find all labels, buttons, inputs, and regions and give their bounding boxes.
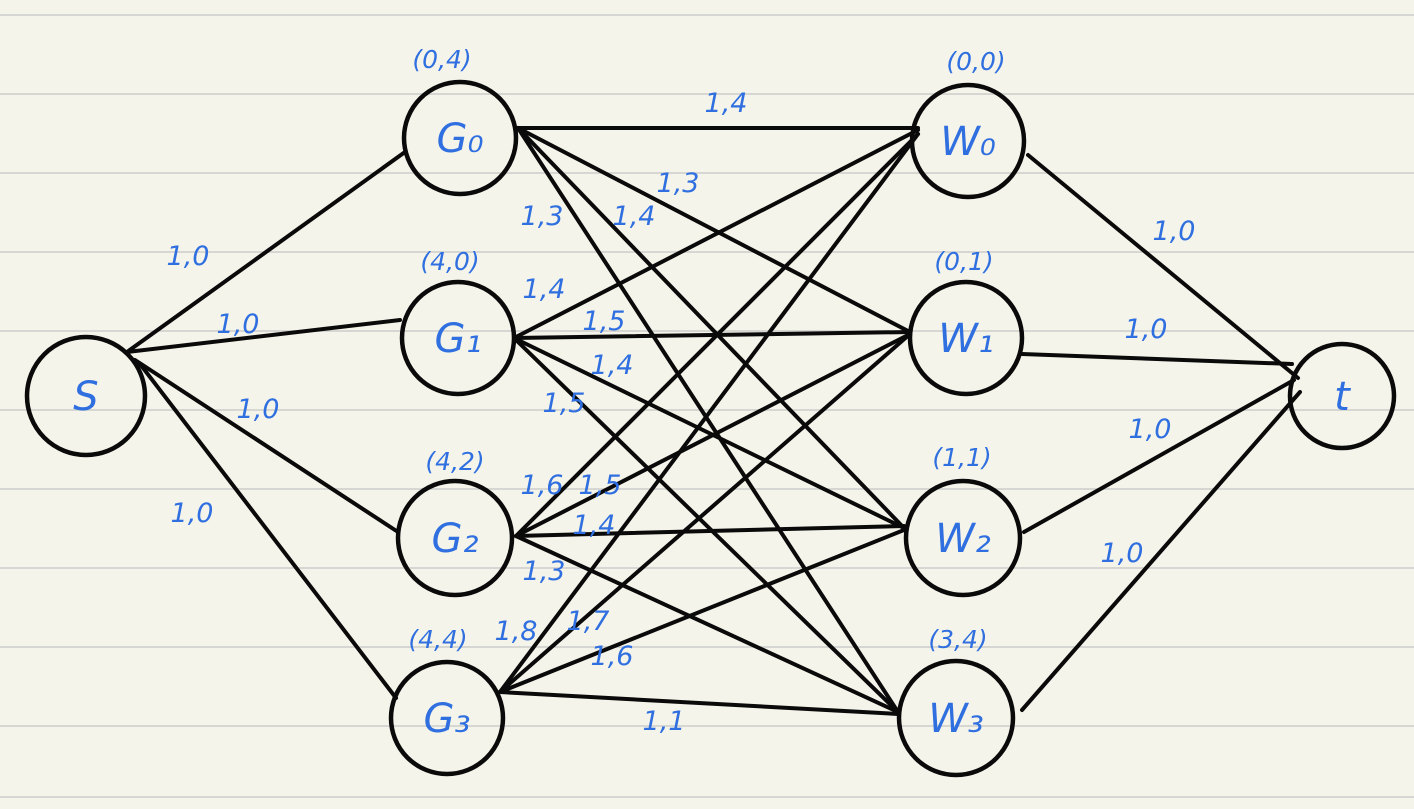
label-s-g0: 1,0 bbox=[167, 241, 210, 272]
coordinate-labels: (0,4) (4,0) (4,2) (4,4) (0,0) (0,1) (1,1… bbox=[408, 45, 1005, 654]
node-g2: G₂ bbox=[395, 478, 515, 598]
node-w0: W₀ bbox=[909, 82, 1027, 200]
label-g2-w2: 1,4 bbox=[573, 510, 616, 541]
label-g3-w0: 1,8 bbox=[495, 616, 538, 647]
label-g2-w0: 1,6 bbox=[521, 470, 564, 501]
node-g3-circle bbox=[388, 659, 506, 777]
node-w1-circle bbox=[907, 279, 1025, 397]
edge-g2-w0 bbox=[514, 132, 920, 538]
node-t: t bbox=[1287, 341, 1397, 451]
edge-g0-w2 bbox=[516, 126, 906, 530]
edge-g0-w3 bbox=[516, 126, 900, 714]
node-t-label: t bbox=[1334, 374, 1351, 420]
label-g0-w3: 1,3 bbox=[521, 201, 564, 232]
coord-g3: (4,4) bbox=[408, 625, 467, 654]
node-s-label: S bbox=[73, 374, 98, 420]
label-s-g2: 1,0 bbox=[237, 394, 280, 425]
node-g2-circle bbox=[395, 478, 515, 598]
label-g1-w0: 1,4 bbox=[523, 274, 566, 305]
label-g0-w0: 1,4 bbox=[705, 88, 748, 119]
edge-g3-w1 bbox=[498, 332, 912, 694]
label-g1-w1: 1,5 bbox=[583, 306, 626, 337]
node-w2-circle bbox=[903, 478, 1023, 598]
label-g1-w2: 1,4 bbox=[591, 350, 634, 381]
coord-g1: (4,0) bbox=[420, 247, 479, 276]
edge-w1-t bbox=[1020, 352, 1294, 366]
nodes: S G₀ G₁ G₂ G₃ W₀ W₁ W₂ bbox=[24, 79, 1397, 778]
label-g2-w1: 1,5 bbox=[579, 470, 622, 501]
node-w2: W₂ bbox=[903, 478, 1023, 598]
node-w3-circle bbox=[896, 658, 1016, 778]
edge-g0-w1 bbox=[516, 126, 912, 334]
node-g1-label: G₁ bbox=[434, 316, 481, 362]
label-w3-t: 1,0 bbox=[1101, 538, 1144, 569]
node-g1: G₁ bbox=[399, 279, 517, 397]
label-g3-w1: 1,7 bbox=[567, 606, 610, 637]
node-g0-circle bbox=[401, 79, 519, 197]
label-g0-w2: 1,4 bbox=[613, 201, 656, 232]
edge-g1-w2 bbox=[512, 336, 906, 530]
label-g1-w3: 1,5 bbox=[543, 388, 586, 419]
edge-w3-t bbox=[1020, 390, 1302, 712]
edge-g2-w3 bbox=[514, 534, 900, 714]
edge-s-g0 bbox=[125, 150, 407, 354]
label-w0-t: 1,0 bbox=[1153, 216, 1196, 247]
node-g2-label: G₂ bbox=[431, 516, 478, 562]
label-g2-w3: 1,3 bbox=[523, 556, 566, 587]
node-w0-circle bbox=[909, 82, 1027, 200]
edge-g1-w3 bbox=[512, 336, 900, 714]
node-g3: G₃ bbox=[388, 659, 506, 777]
edge-s-g3 bbox=[138, 362, 398, 700]
label-w1-t: 1,0 bbox=[1125, 314, 1168, 345]
node-t-circle bbox=[1287, 341, 1397, 451]
edge-w2-t bbox=[1022, 378, 1296, 534]
edge-g2-w1 bbox=[514, 332, 912, 538]
edge-g3-w2 bbox=[498, 528, 906, 694]
edge-g1-w0 bbox=[512, 128, 920, 340]
label-g3-w3: 1,1 bbox=[643, 706, 686, 737]
node-g1-circle bbox=[399, 279, 517, 397]
coord-g0: (0,4) bbox=[412, 45, 471, 74]
edge-g3-w0 bbox=[498, 132, 920, 694]
node-w0-label: W₀ bbox=[940, 119, 996, 165]
edge-w0-t bbox=[1026, 153, 1300, 380]
node-g0: G₀ bbox=[401, 79, 519, 197]
coord-g2: (4,2) bbox=[425, 447, 484, 476]
label-w2-t: 1,0 bbox=[1129, 414, 1172, 445]
node-s: S bbox=[24, 334, 148, 458]
label-s-g1: 1,0 bbox=[217, 309, 260, 340]
coord-w1: (0,1) bbox=[934, 247, 993, 276]
edge-g1-w1 bbox=[512, 330, 912, 340]
coord-w0: (0,0) bbox=[946, 47, 1005, 76]
label-g0-w1: 1,3 bbox=[657, 168, 700, 199]
edge-s-g2 bbox=[133, 358, 400, 534]
node-w3: W₃ bbox=[896, 658, 1016, 778]
edge-g2-w2 bbox=[514, 524, 906, 538]
node-w3-label: W₃ bbox=[928, 696, 984, 742]
node-w1: W₁ bbox=[907, 279, 1025, 397]
edge-s-g1 bbox=[125, 318, 402, 354]
coord-w3: (3,4) bbox=[928, 625, 987, 654]
edges bbox=[125, 126, 1302, 716]
label-s-g3: 1,0 bbox=[171, 498, 214, 529]
label-g3-w2: 1,6 bbox=[591, 641, 634, 672]
node-s-circle bbox=[24, 334, 148, 458]
node-w1-label: W₁ bbox=[938, 316, 994, 362]
coord-w2: (1,1) bbox=[932, 443, 991, 472]
edge-g3-w3 bbox=[498, 690, 900, 716]
node-w2-label: W₂ bbox=[935, 516, 991, 562]
edge-labels: 1,0 1,0 1,0 1,0 1,4 1,3 1,4 1,3 1,4 1,5 … bbox=[167, 88, 1196, 737]
node-g3-label: G₃ bbox=[423, 696, 470, 742]
node-g0-label: G₀ bbox=[436, 116, 483, 162]
ruled-lines bbox=[0, 14, 1414, 798]
